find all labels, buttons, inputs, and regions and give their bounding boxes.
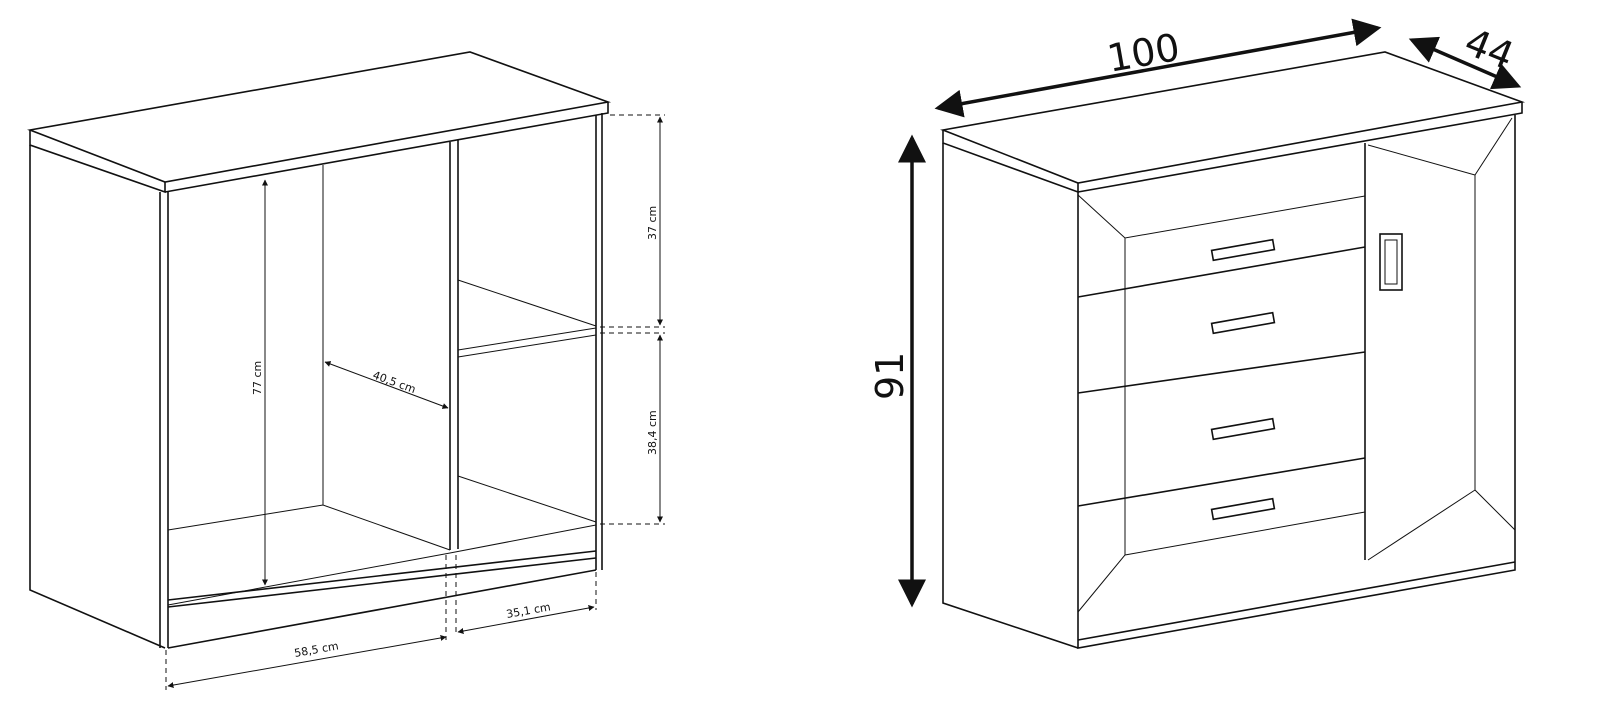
- door-bevel: [1367, 117, 1516, 561]
- drawer-handle-1[interactable]: [1210, 238, 1276, 262]
- label-width-100: 100: [1104, 25, 1183, 81]
- drawer-bevel: [1077, 194, 1366, 613]
- drawer-handle-4[interactable]: [1210, 497, 1276, 521]
- label-38-4cm: 38,4 cm: [646, 410, 659, 455]
- top-edge: [29, 102, 609, 194]
- dim-line-58-5: [167, 635, 447, 688]
- label-37cm: 37 cm: [646, 206, 659, 240]
- middle-divider: [449, 140, 459, 550]
- drawer-handle-3[interactable]: [1210, 417, 1276, 441]
- interior-back: [167, 165, 451, 551]
- open-cabinet-drawing: 77 cm 40,5 cm 37 cm 38,4 cm 58,5 cm 35,1…: [27, 51, 665, 690]
- door-handle[interactable]: [1379, 233, 1403, 291]
- label-77cm: 77 cm: [251, 361, 264, 395]
- label-height-91: 91: [868, 352, 912, 400]
- dim-line-40-5: [324, 361, 449, 409]
- dim-guides-right: [600, 114, 665, 525]
- label-40-5cm: 40,5 cm: [371, 369, 418, 397]
- body-outline: [942, 115, 1516, 649]
- right-side-panel: [595, 113, 603, 570]
- drawer-handle-2[interactable]: [1210, 311, 1276, 335]
- left-side-panel: [29, 145, 169, 649]
- top-edge: [942, 102, 1523, 194]
- plinth: [1077, 561, 1516, 641]
- dim-line-35-1: [457, 605, 595, 634]
- drawer-separators: [1077, 246, 1366, 507]
- closed-cabinet-drawing: 100 44 91: [868, 18, 1526, 649]
- label-35-1cm: 35,1 cm: [505, 600, 551, 621]
- label-depth-44: 44: [1459, 20, 1520, 79]
- width-arrow: [934, 18, 1382, 118]
- shelf: [457, 279, 597, 523]
- depth-arrow: [1408, 36, 1522, 90]
- bottom-front: [167, 524, 597, 606]
- top-panel: [27, 51, 612, 183]
- dim-guides-bottom: [165, 555, 597, 690]
